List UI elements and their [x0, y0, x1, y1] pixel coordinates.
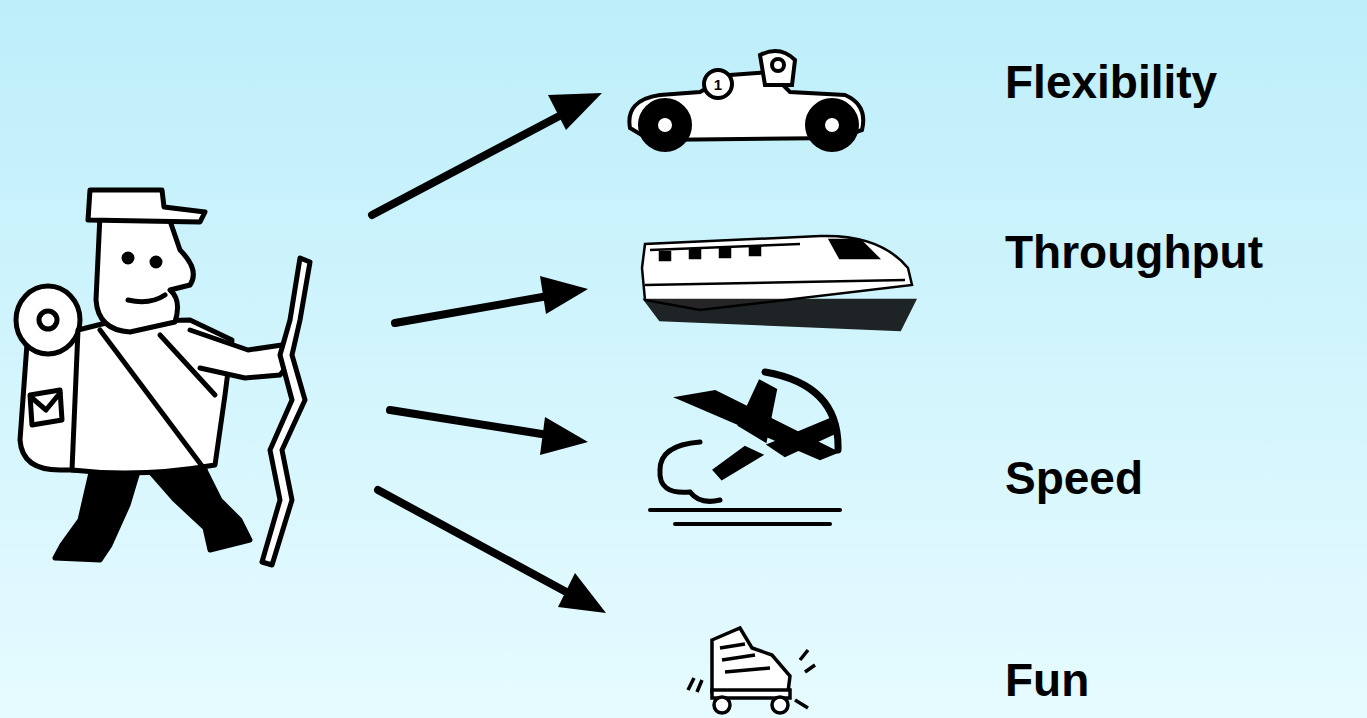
arrows [372, 93, 606, 613]
attribute-label: Flexibility [1005, 59, 1217, 105]
attribute-label: Fun [1005, 657, 1089, 703]
attribute-label: Throughput [1005, 229, 1263, 275]
car-number: 1 [714, 77, 722, 92]
high-speed-train [642, 236, 915, 330]
jet-plane [650, 372, 840, 524]
hiker [16, 190, 310, 565]
roller-skate [688, 628, 815, 713]
attribute-label: Speed [1005, 455, 1143, 501]
race-car [629, 51, 863, 150]
